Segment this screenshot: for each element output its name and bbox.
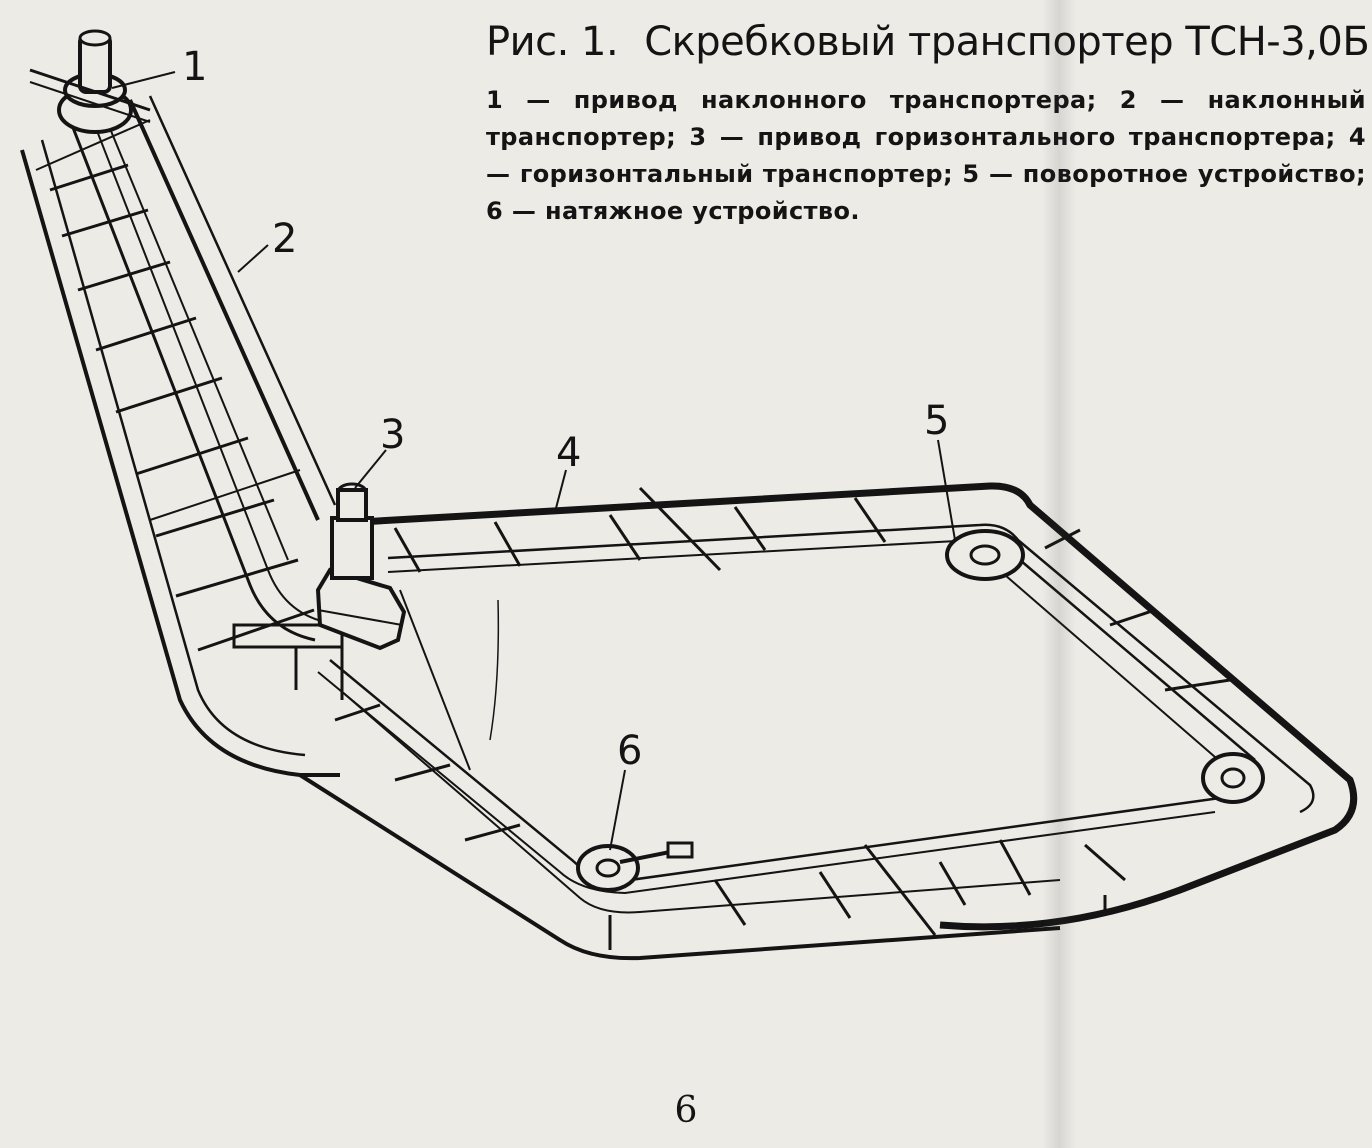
figure-title: Скребковый транспортер ТСН-3,0Б: [644, 19, 1372, 65]
leader-lines [111, 71, 956, 851]
callout-5: 5 [924, 398, 949, 444]
figure-legend: 1 — привод наклонного транспортера; 2 — … [486, 86, 1366, 225]
callout-6: 6 [617, 728, 642, 774]
tensioning-device [576, 841, 694, 892]
callout-3: 3 [380, 412, 405, 458]
page-number: 6 [674, 1090, 698, 1131]
inclined-drive [29, 29, 151, 134]
figure-caption: Рис. 1.Скребковый транспортер ТСН-3,0Б: … [486, 18, 1372, 230]
callout-1: 1 [182, 44, 207, 90]
callout-2: 2 [272, 216, 297, 262]
figure-number: Рис. 1. [486, 19, 619, 65]
swivel-device [945, 529, 1265, 804]
horizontal-drive [315, 482, 407, 651]
horizontal-conveyor [298, 482, 1358, 961]
inclined-conveyor [20, 95, 344, 777]
callout-4: 4 [556, 430, 581, 476]
figure-title-line: Рис. 1. Скребковый транспортер ТСН-3,0Б: [486, 18, 1372, 66]
